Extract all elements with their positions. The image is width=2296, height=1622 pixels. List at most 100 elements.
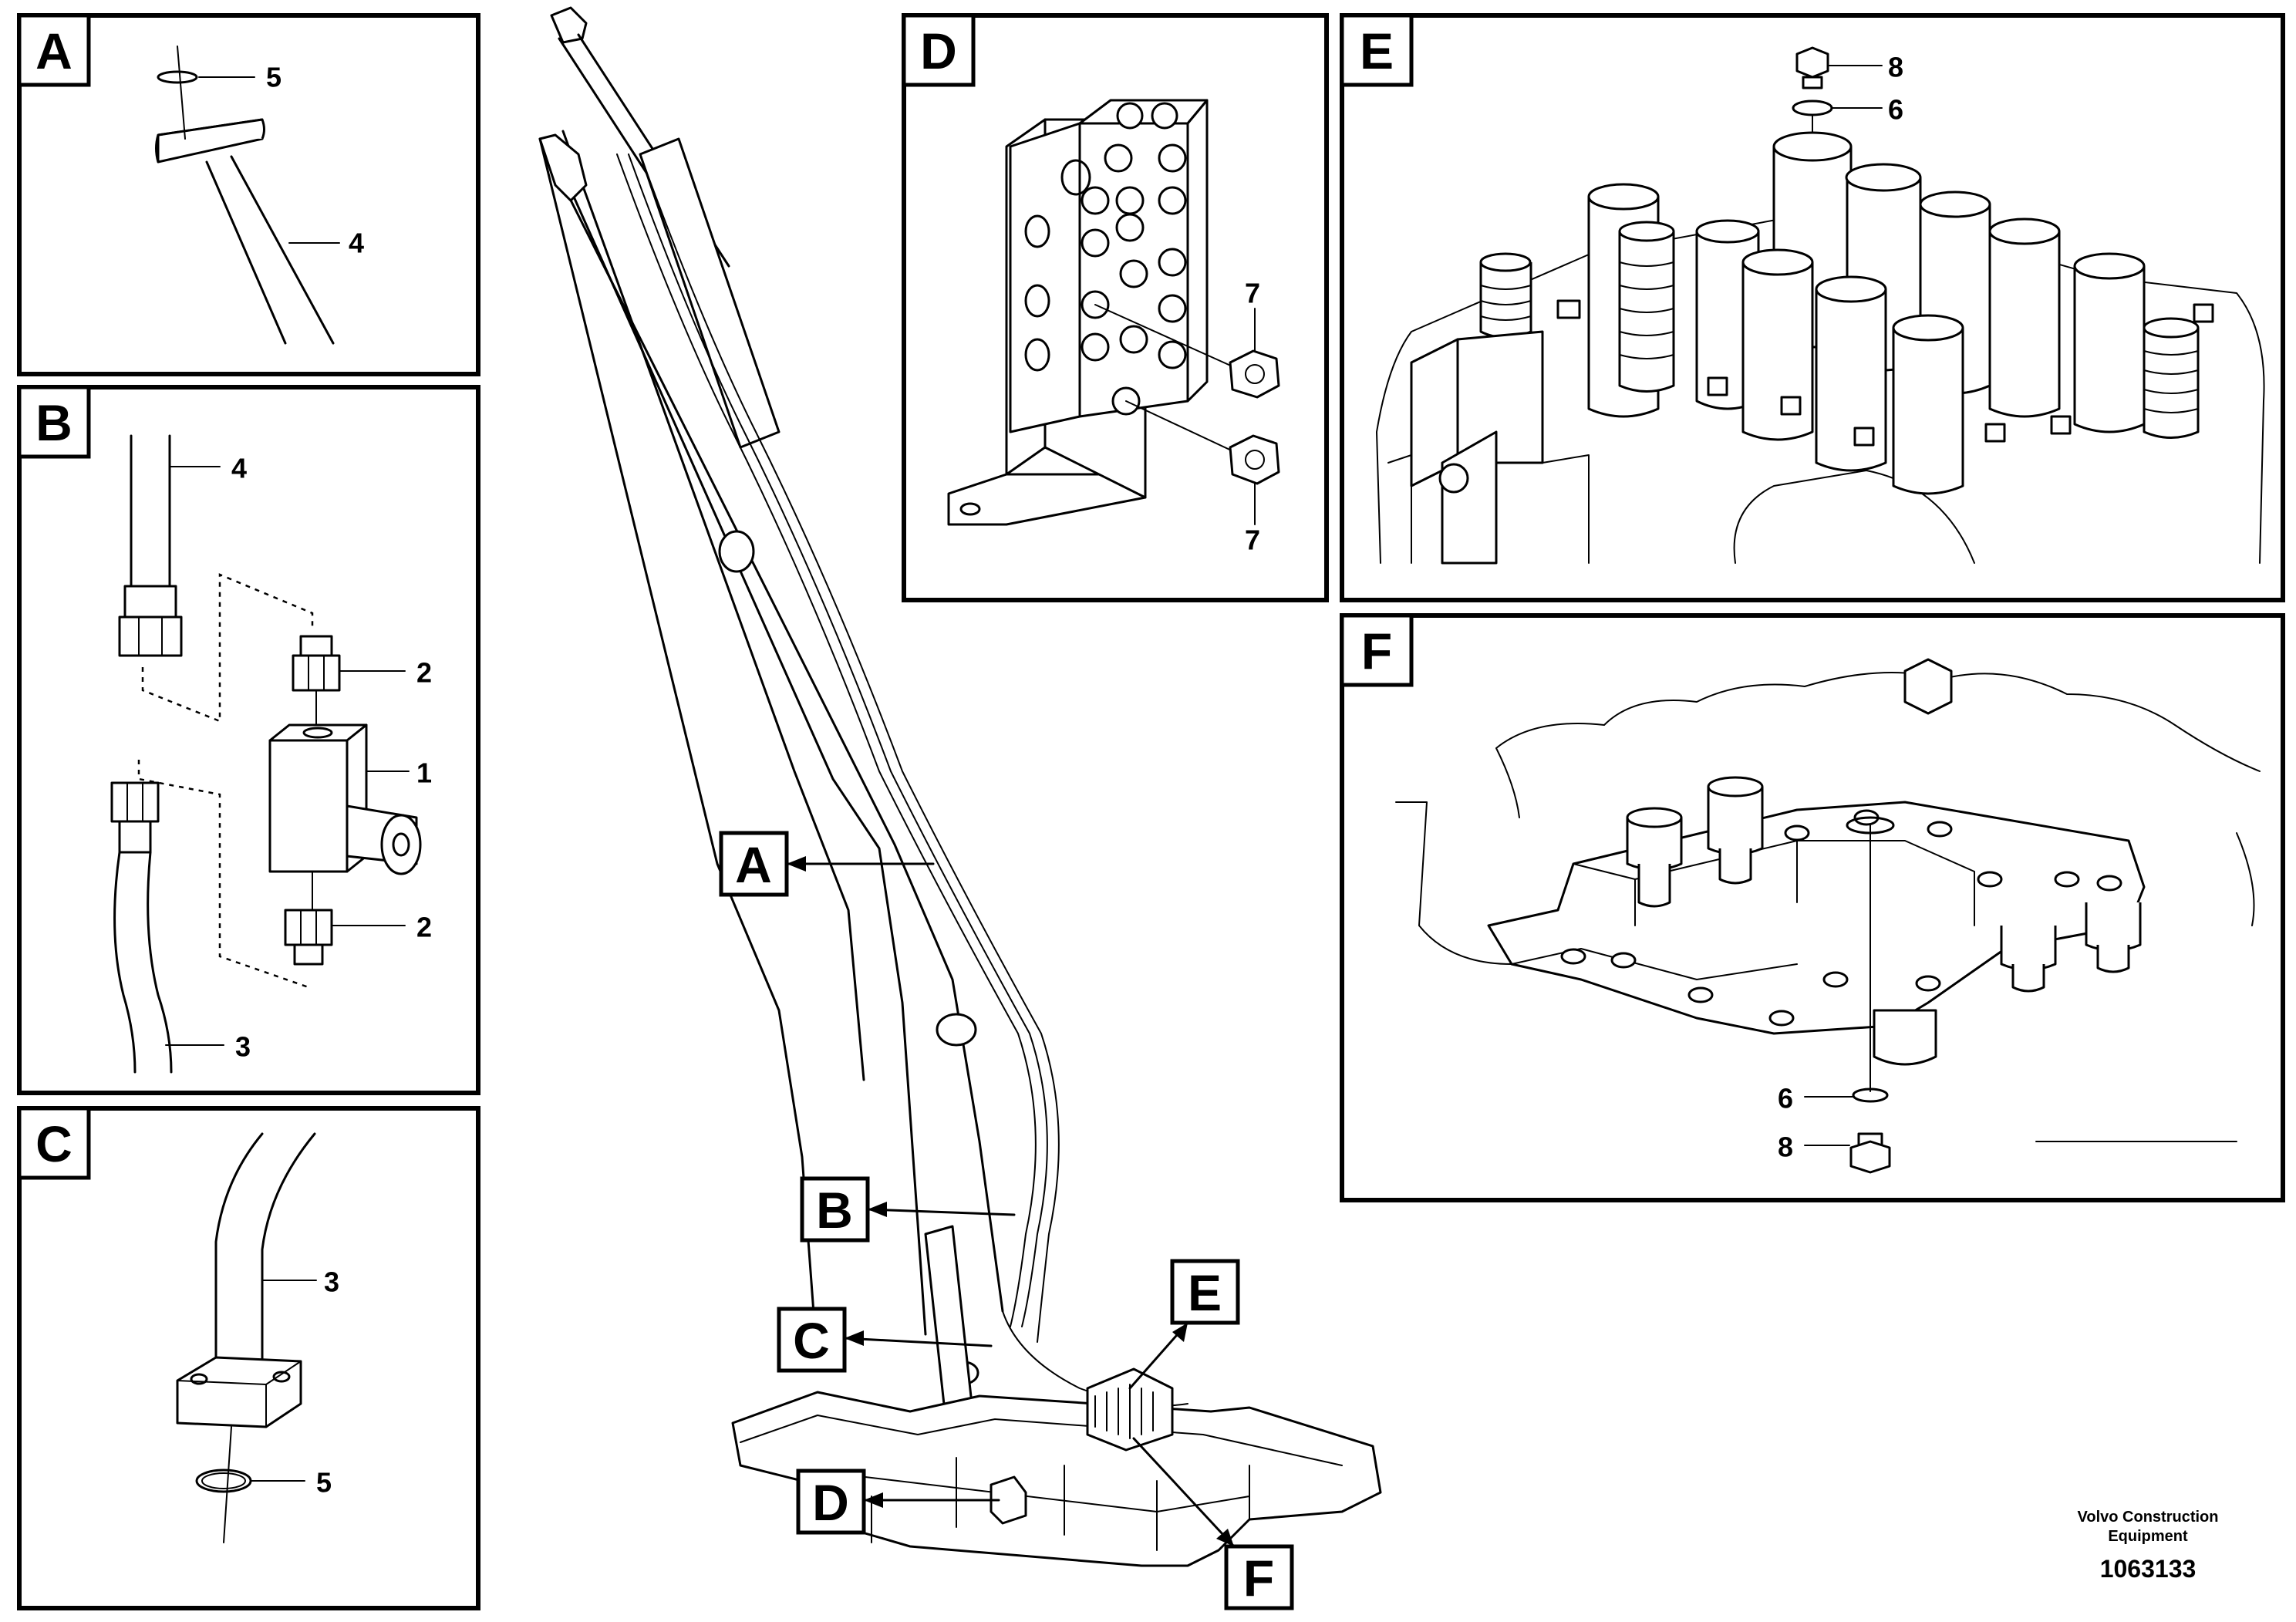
panel-e-pilot-valve-left[interactable] xyxy=(1479,262,1532,339)
panel-f-bolt-head xyxy=(1560,948,1586,965)
machine-overview xyxy=(538,6,1382,1567)
panel-e-spool-cap[interactable] xyxy=(1988,231,2061,418)
callout-7-panel-d-lower: 7 xyxy=(1245,524,1260,556)
panel-f-pilot-valve-stem xyxy=(1718,848,1752,885)
panel-f-pilot-valve-top xyxy=(1626,807,1683,828)
panel-f-bolt-head xyxy=(1977,871,2003,888)
panel-c-hose-right xyxy=(261,1132,316,1367)
panel-e-side-block-port xyxy=(1438,463,1469,494)
panel-d-valve-block-left[interactable] xyxy=(1009,122,1081,433)
panel-f-tag-box xyxy=(1340,613,1414,687)
panel-a-tag: A xyxy=(35,22,72,79)
panel-f-manifold-plate[interactable] xyxy=(1487,801,2146,1035)
panel-b-hose-4-nut[interactable] xyxy=(118,615,183,657)
callout-2-panel-b-lower: 2 xyxy=(416,912,432,943)
panel-d-fitting[interactable] xyxy=(1115,213,1145,242)
boom-top-pin xyxy=(550,6,588,44)
panel-e-plug-thread xyxy=(1802,76,1823,89)
panel-d-fitting[interactable] xyxy=(1158,186,1187,215)
main-control-valve-sections xyxy=(1094,1384,1154,1439)
panel-b-adapter-lower-bottom[interactable] xyxy=(293,943,324,966)
boom-body-left-edge xyxy=(538,137,819,1367)
panel-d-fitting[interactable] xyxy=(1081,228,1110,258)
panel-e-pilot-valve-center[interactable] xyxy=(1618,231,1675,393)
panel-d-fitting[interactable] xyxy=(1119,325,1148,354)
panel-e-tag-box xyxy=(1340,13,1414,87)
panel-e-pilot-valve-right[interactable] xyxy=(2143,328,2200,439)
panel-b-adapter-upper-hex[interactable] xyxy=(292,654,341,692)
callout-2-panel-b-upper: 2 xyxy=(416,657,432,689)
main-tag-e-arrow xyxy=(1172,1323,1188,1342)
panel-d-port-left-2 xyxy=(1024,284,1050,318)
panel-f-bolt-head xyxy=(2096,875,2122,892)
main-tag-d-box[interactable] xyxy=(796,1469,866,1535)
panel-f-tag: F xyxy=(1361,622,1392,679)
panel-b-hose-3-nut[interactable] xyxy=(110,781,160,823)
panel-d-fitting[interactable] xyxy=(1158,248,1187,277)
main-tag-c-box[interactable] xyxy=(777,1307,847,1373)
panel-d-fitting[interactable] xyxy=(1151,102,1178,130)
panel-d-fitting[interactable] xyxy=(1158,340,1187,369)
panel-e-spool-cap[interactable] xyxy=(1892,328,1964,495)
main-tag-f-box[interactable] xyxy=(1224,1544,1294,1610)
callout-1-panel-b: 1 xyxy=(416,757,432,789)
panel-d-fitting[interactable] xyxy=(1104,143,1133,173)
panel-d-fitting[interactable] xyxy=(1158,294,1187,323)
main-tag-c-arrow xyxy=(845,1330,864,1346)
panel-f-bolt-head xyxy=(1915,975,1941,992)
panel-d-fitting[interactable] xyxy=(1115,186,1145,215)
panel-d-frame xyxy=(902,13,1329,602)
main-tag-d: D xyxy=(812,1474,849,1531)
panel-d-bracket-hole xyxy=(959,502,981,516)
panel-a-o-ring[interactable] xyxy=(157,70,198,84)
panel-f-plug[interactable] xyxy=(1849,1140,1891,1174)
panel-a-hose-right xyxy=(230,155,335,345)
panel-d-fitting[interactable] xyxy=(1116,102,1144,130)
main-tag-b: B xyxy=(816,1182,853,1239)
panel-d-port-left-4 xyxy=(1060,159,1091,196)
panel-e-bolt-head xyxy=(1853,427,1875,447)
panel-f-top-boss xyxy=(1903,658,1953,715)
panel-d-fitting[interactable] xyxy=(1158,143,1187,173)
panel-f-pilot-valve[interactable] xyxy=(2085,902,2142,952)
panel-f-port-boss xyxy=(1873,1009,1937,1066)
panel-e-spool-cap[interactable] xyxy=(2073,266,2146,433)
panel-b-tee-block[interactable] xyxy=(268,739,349,873)
panel-f-pilot-valves xyxy=(1626,776,2142,993)
panel-b-adapter-lower-hex[interactable] xyxy=(284,909,333,946)
main-tag-d-arrow xyxy=(864,1492,883,1508)
panel-d-fitting[interactable] xyxy=(1081,332,1110,362)
callout-4-panel-b: 4 xyxy=(231,453,247,484)
panel-b-hose-3-fitting[interactable] xyxy=(118,820,152,854)
panel-f-seal[interactable] xyxy=(1852,1088,1889,1103)
panel-f-bolt-head xyxy=(1768,1010,1795,1027)
main-tag-b-box[interactable] xyxy=(800,1176,870,1243)
panel-d-axis-upper xyxy=(1094,304,1250,375)
panel-d-fitting[interactable] xyxy=(1081,186,1110,215)
panel-e-seal[interactable] xyxy=(1792,99,1833,116)
detail-panel-e: E 8 6 xyxy=(1340,13,2285,602)
hydraulic-line-2 xyxy=(628,153,1048,1327)
panel-e-spool-cap[interactable] xyxy=(1741,262,1814,441)
boom-foot-pivot xyxy=(936,1013,977,1047)
footer: Volvo Construction Equipment 1063133 xyxy=(2078,1509,2219,1583)
callout-6-panel-f: 6 xyxy=(1778,1083,1793,1114)
panel-f-bolt-head xyxy=(1927,821,1953,838)
panel-d-cap-nut-upper[interactable] xyxy=(1229,349,1280,399)
panel-e-spool-cap-top xyxy=(1741,248,1814,276)
main-tag-b-leader xyxy=(866,1208,1016,1216)
panel-e-plug[interactable] xyxy=(1795,46,1829,79)
panel-b-adapter-upper-top[interactable] xyxy=(299,635,333,657)
panel-f-pilot-valve[interactable] xyxy=(2000,926,2057,971)
main-tag-a: A xyxy=(735,836,772,893)
callout-6-panel-e: 6 xyxy=(1888,94,1903,126)
main-tag-e-box[interactable] xyxy=(1170,1259,1240,1325)
panel-c-flange[interactable] xyxy=(176,1356,302,1428)
panel-d-cap-nut-lower[interactable] xyxy=(1229,434,1280,485)
panel-d-fitting[interactable] xyxy=(1119,259,1148,288)
panel-e-spool-cap[interactable] xyxy=(1815,289,1887,472)
panel-e-pilot-valve-right-ribs xyxy=(2143,350,2199,413)
boom-body-inner-line xyxy=(561,130,865,1081)
panel-b-hose-4-fitting[interactable] xyxy=(123,585,177,619)
panel-f-bolt-head xyxy=(1784,824,1810,841)
